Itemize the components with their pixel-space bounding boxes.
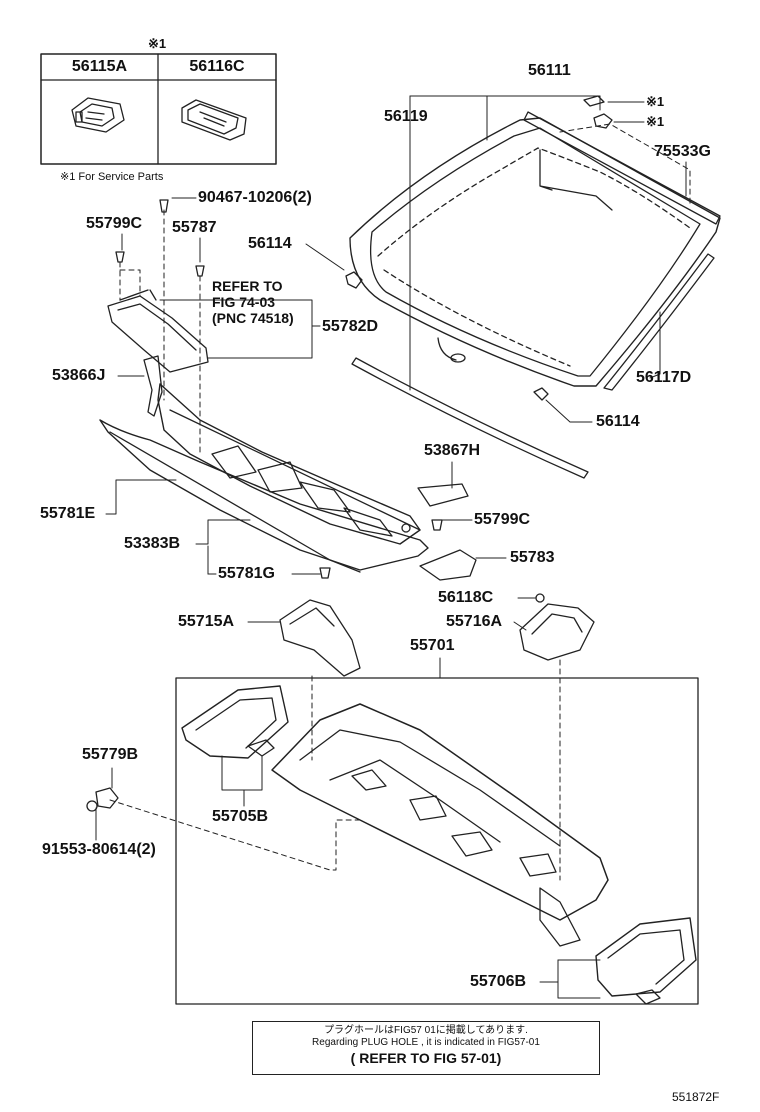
lower-weatherstrip — [351, 357, 589, 479]
side-molding — [603, 253, 715, 391]
bracket-53866j — [143, 355, 163, 417]
refer-line-3: (PNC 74518) — [212, 310, 294, 326]
clip-56115a-icon — [71, 97, 125, 133]
service-parts-footnote: ※1 For Service Parts — [60, 171, 164, 183]
refer-line-2: FIG 74-03 — [212, 294, 276, 310]
bracket-55782d — [107, 289, 209, 373]
refer-line-1: REFER TO — [212, 278, 283, 294]
part-label-53867h: 53867H — [424, 442, 481, 459]
part-label-91553-80614: 91553-80614(2) — [42, 841, 156, 858]
part-label-53866j: 53866J — [52, 367, 106, 384]
service-parts-table — [40, 53, 277, 165]
part-label-56118c: 56118C — [438, 589, 494, 606]
bracket-55715a — [279, 599, 361, 677]
leader-lines — [95, 95, 687, 999]
dash-panel-group-box — [175, 677, 699, 1005]
bracket-55705b — [181, 685, 289, 759]
part-label-56114-top: 56114 — [248, 235, 292, 252]
plug-hole-note: プラグホールはFIG57 01に掲載してあります. Regarding PLUG… — [252, 1021, 600, 1075]
bracket-55716a — [519, 603, 595, 661]
dash-panel — [271, 703, 609, 947]
part-label-56119: 56119 — [384, 108, 428, 125]
part-label-55799c-mid: 55799C — [474, 511, 531, 528]
upper-molding — [523, 111, 721, 225]
service-table-header-56115a: 56115A — [71, 58, 128, 75]
assembly-dash-lines — [109, 123, 691, 881]
part-label-56111: 56111 — [528, 62, 571, 79]
part-label-53383b: 53383B — [124, 535, 181, 552]
cowl-top-panel — [99, 383, 429, 573]
service-mark-1a: ※1 — [646, 94, 665, 109]
part-label-56117d: 56117D — [636, 369, 692, 386]
part-label-55715a: 55715A — [178, 613, 235, 630]
bracket-55706b — [595, 917, 697, 1005]
plug-note-english: Regarding PLUG HOLE , it is indicated in… — [312, 1037, 540, 1048]
clip-55779b — [86, 787, 119, 812]
figure-id: 551872F — [672, 1090, 720, 1104]
clip-56116c-icon — [181, 99, 247, 141]
part-label-55779b: 55779B — [82, 746, 139, 763]
plug-note-japanese: プラグホールはFIG57 01に掲載してあります. — [324, 1025, 528, 1036]
part-label-55783: 55783 — [510, 549, 555, 566]
windshield-glass — [349, 117, 721, 387]
bracket-55783 — [419, 549, 477, 581]
part-label-55716a: 55716A — [446, 613, 503, 630]
part-label-90467-10206: 90467-10206(2) — [198, 189, 312, 206]
part-label-55705b: 55705B — [212, 808, 269, 825]
part-label-55799c-top: 55799C — [86, 215, 143, 232]
part-label-56114-bottom: 56114 — [596, 413, 640, 430]
part-label-55701: 55701 — [410, 637, 455, 654]
part-label-55781e: 55781E — [40, 505, 96, 522]
service-mark-1b: ※1 — [646, 114, 665, 129]
plug-note-refer: ( REFER TO FIG 57-01) — [350, 1050, 502, 1066]
part-label-55706b: 55706B — [470, 973, 527, 990]
part-label-55782d: 55782D — [322, 318, 379, 335]
service-mark-header: ※1 — [148, 36, 167, 51]
part-label-55787: 55787 — [172, 219, 217, 236]
part-label-55781g: 55781G — [218, 565, 275, 582]
bracket-53867h — [417, 483, 469, 507]
screws — [115, 199, 545, 603]
service-table-header-56116c: 56116C — [189, 58, 245, 75]
part-label-75533g: 75533G — [654, 143, 711, 160]
